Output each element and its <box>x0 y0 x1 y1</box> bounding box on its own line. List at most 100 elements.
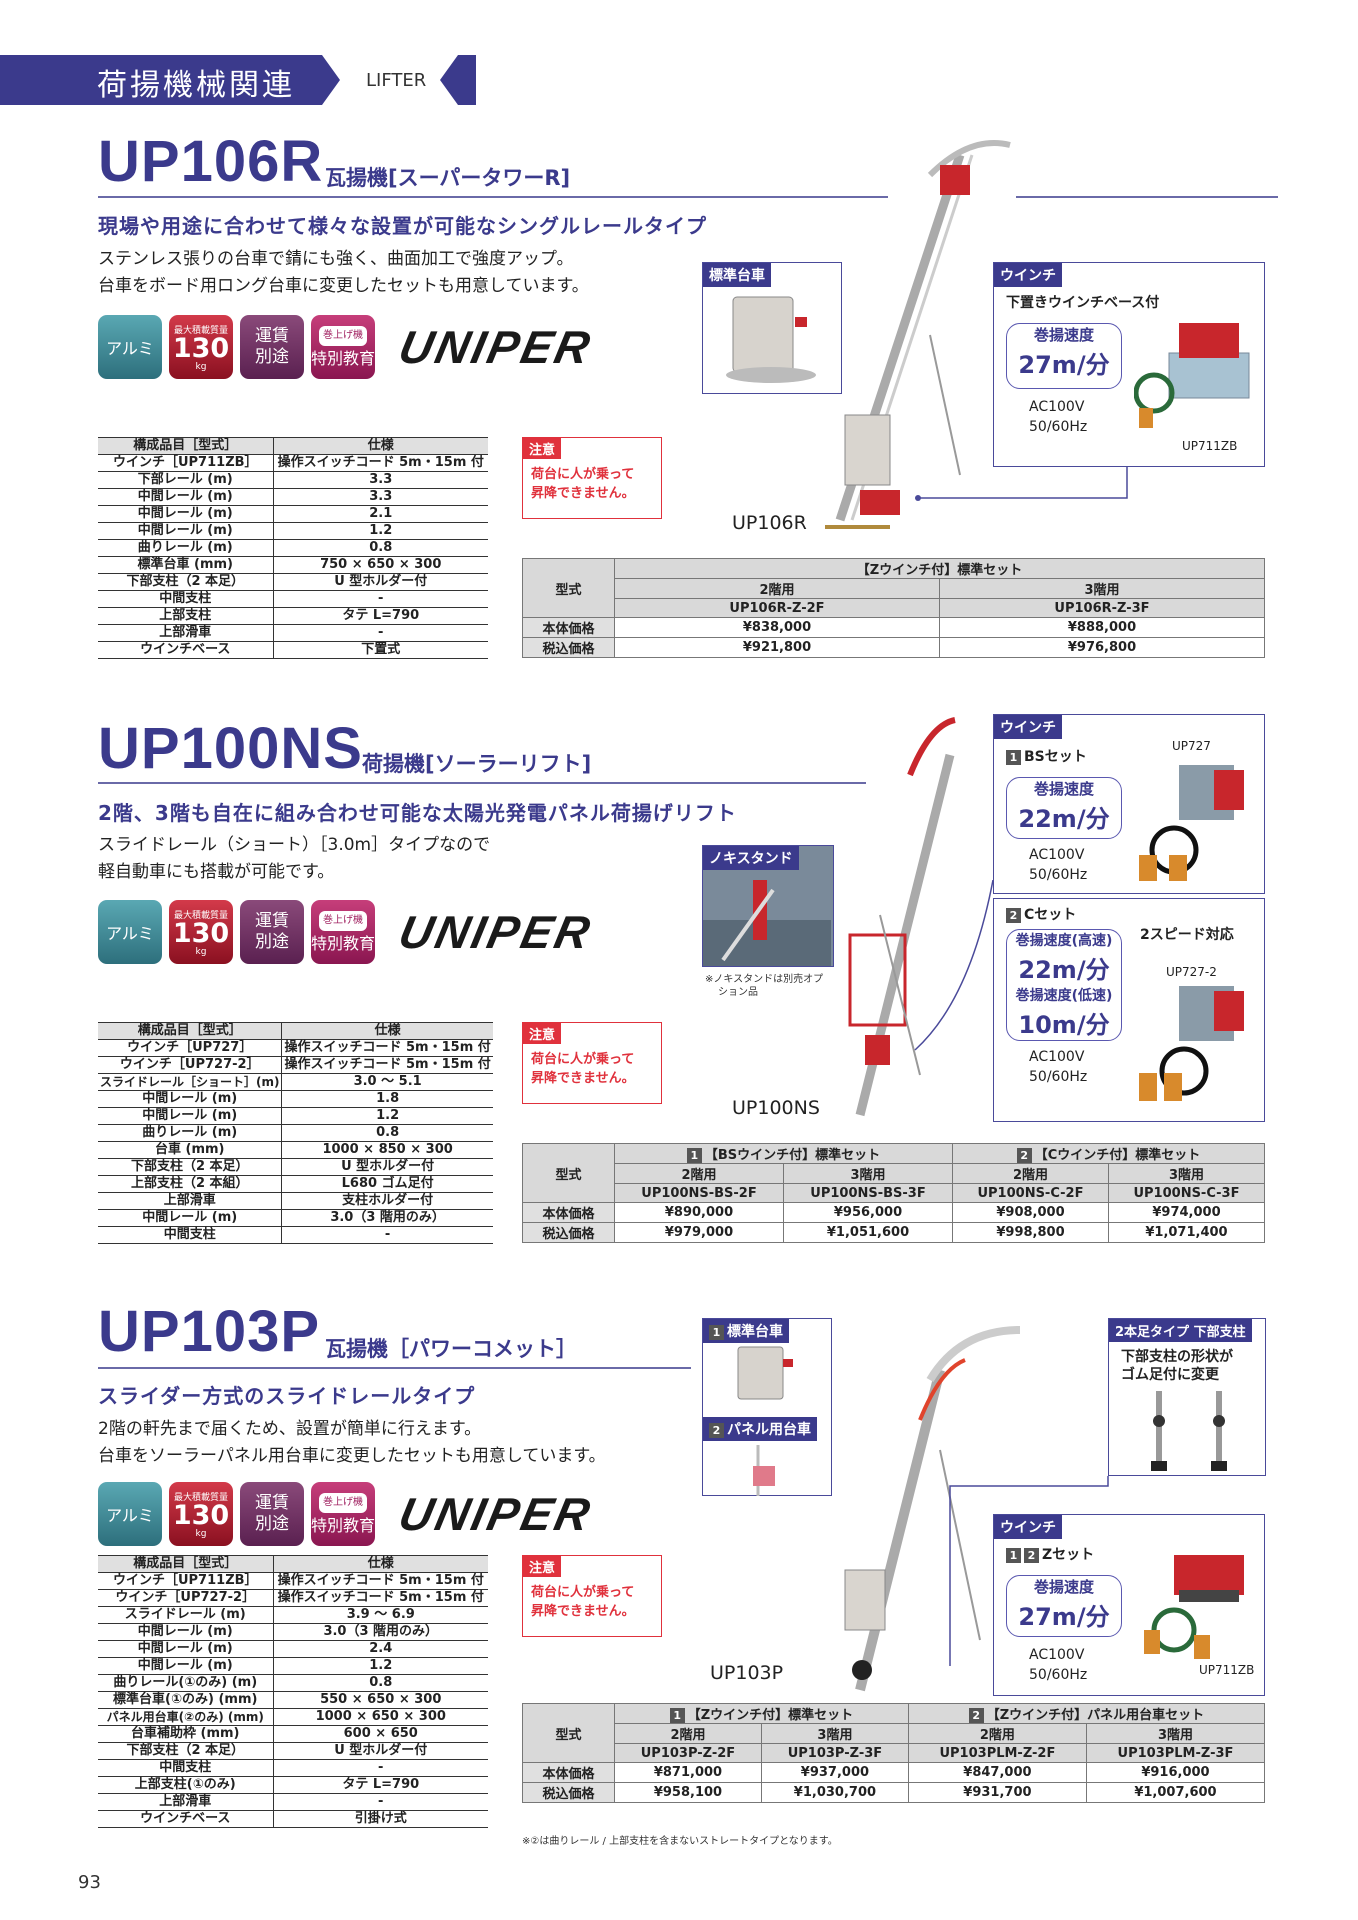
table-row: 中間レール (m)2.4 <box>98 1640 488 1658</box>
spec-header-row: 構成品目［型式］仕様 <box>98 437 488 455</box>
table-row: 中間レール (m)1.2 <box>98 522 488 540</box>
lifter-photo-up100ns <box>848 717 956 1117</box>
table-row: 税込価格¥921,800¥976,800 <box>522 637 1265 658</box>
table-row: 本体価格¥871,000¥937,000¥847,000¥916,000 <box>522 1762 1266 1783</box>
category-title: 荷揚機械関連 <box>97 68 295 103</box>
tagline: スライダー方式のスライドレールタイプ <box>98 1384 476 1408</box>
table-row: 中間支柱- <box>98 590 488 608</box>
uniper-logo: UNIPER <box>394 906 598 958</box>
uniper-logo: UNIPER <box>394 1488 598 1540</box>
table-row: 中間支柱- <box>98 1759 488 1777</box>
spec-table-up100ns: 構成品目［型式］仕様 ウインチ［UP727］操作スイッチコード 5m・15m 付… <box>98 1022 493 1244</box>
model-title-up103p: UP103P <box>98 1299 321 1364</box>
support-box: 2本足タイプ 下部支柱 下部支柱の形状が ゴム足付に変更 <box>1108 1318 1266 1476</box>
tagline: 現場や用途に合わせて様々な設置が可能なシングルレールタイプ <box>98 214 707 238</box>
max-load-label: 最大積載質量 <box>173 1492 228 1503</box>
shipping-text-2: 別途 <box>255 932 289 952</box>
table-row: 標準台車 (mm)750 × 650 × 300 <box>98 556 488 574</box>
connector-line <box>915 467 1128 501</box>
table-row: 下部支柱（2 本足）U 型ホルダー付 <box>98 573 488 591</box>
description-line-2: 台車をソーラーパネル用台車に変更したセットも用意しています。 <box>98 1446 606 1466</box>
nokistand-note-2: ション品 <box>718 987 758 998</box>
max-load-value: 130 <box>172 917 230 949</box>
table-row: 台車補助枠 (mm)600 × 650 <box>98 1725 488 1743</box>
education-text: 特別教育 <box>311 933 376 953</box>
table-row: スライドレール［ショート］(m)3.0 ～ 5.1 <box>98 1073 493 1091</box>
description-line-1: スライドレール（ショート）［3.0m］タイプなので <box>98 835 491 855</box>
caution-text: 荷台に人が乗って昇降できません。 <box>531 467 635 501</box>
shipping-badge: 運賃別途 <box>240 315 304 379</box>
aluminum-badge: アルミ <box>98 900 162 964</box>
model-subtitle: 荷揚機[ソーラーリフト] <box>362 752 592 776</box>
model-title-up106r: UP106R <box>98 129 324 194</box>
c-winch-model: UP727-2 <box>1166 965 1217 979</box>
nokistand-photo: ノキスタンド <box>702 845 834 967</box>
table-row: 中間レール (m)3.0（3 階用のみ） <box>98 1209 493 1227</box>
two-speed-label: 2スピード対応 <box>1140 927 1234 943</box>
spec-header-item: 構成品目［型式］ <box>98 437 274 455</box>
table-row: 本体価格¥838,000¥888,000 <box>522 617 1265 638</box>
education-tag: 巻上げ機 <box>319 910 367 931</box>
table-row: 曲りレール (m)0.8 <box>98 1124 493 1142</box>
max-load-unit: kg <box>195 946 207 957</box>
nokistand-note-1: ※ノキスタンドは別売オプ <box>705 974 824 985</box>
support-image <box>1151 1391 1227 1471</box>
cart-image <box>737 1346 793 1400</box>
spec-table-up103p: 構成品目［型式］仕様 ウインチ［UP711ZB］操作スイッチコード 5m・15m… <box>98 1555 488 1828</box>
table-row: スライドレール (m)3.9 ～ 6.9 <box>98 1606 488 1624</box>
max-load-value: 130 <box>172 332 230 364</box>
table-row: 台車 (mm)1000 × 850 × 300 <box>98 1141 493 1159</box>
page-number: 93 <box>78 1872 101 1893</box>
title-underline <box>98 782 866 784</box>
model-subtitle: 瓦揚機[スーパータワーR] <box>325 166 571 190</box>
max-load-label: 最大積載質量 <box>173 325 228 336</box>
spec-table-up106r: 構成品目［型式］仕様 ウインチ［UP711ZB］操作スイッチコード 5m・15m… <box>98 437 488 659</box>
education-tag: 巻上げ機 <box>319 1492 367 1513</box>
table-row: 中間レール (m)2.1 <box>98 505 488 523</box>
standard-cart-label: 標準台車 <box>703 263 771 287</box>
shipping-badge: 運賃別途 <box>240 1482 304 1546</box>
caution-head: 注意 <box>523 438 562 459</box>
max-load-label: 最大積載質量 <box>173 910 228 921</box>
table-row: 下部支柱（2 本足）U 型ホルダー付 <box>98 1742 488 1760</box>
panel-cart-image <box>753 1445 775 1496</box>
title-underline-right <box>1016 196 1278 198</box>
education-badge: 巻上げ機特別教育 <box>311 900 375 964</box>
table-row: 中間支柱- <box>98 1226 493 1244</box>
title-underline <box>98 196 888 198</box>
winch-image <box>1139 986 1244 1101</box>
education-text: 特別教育 <box>311 1515 376 1535</box>
shipping-text-1: 運賃 <box>255 911 289 931</box>
aluminum-badge: アルミ <box>98 315 162 379</box>
table-row: 曲りレール (m)0.8 <box>98 539 488 557</box>
table-row: 中間レール (m)1.8 <box>98 1090 493 1108</box>
table-row: ウインチ［UP711ZB］操作スイッチコード 5m・15m 付 <box>98 1572 488 1590</box>
model-subtitle: 瓦揚機［パワーコメット］ <box>325 1337 577 1361</box>
tagline: 2階、3階も自在に組み合わせ可能な太陽光発電パネル荷揚げリフト <box>98 801 737 825</box>
photo-label-up103p: UP103P <box>710 1662 784 1684</box>
table-row: ウインチ［UP727］操作スイッチコード 5m・15m 付 <box>98 1039 493 1057</box>
spec-header-row: 構成品目［型式］仕様 <box>98 1555 488 1573</box>
table-row: 中間レール (m)1.2 <box>98 1657 488 1675</box>
winch-image <box>1134 323 1250 428</box>
max-load-unit: kg <box>195 361 207 372</box>
table-row: 本体価格¥890,000¥956,000¥908,000¥974,000 <box>522 1202 1266 1223</box>
aluminum-badge: アルミ <box>98 1482 162 1546</box>
